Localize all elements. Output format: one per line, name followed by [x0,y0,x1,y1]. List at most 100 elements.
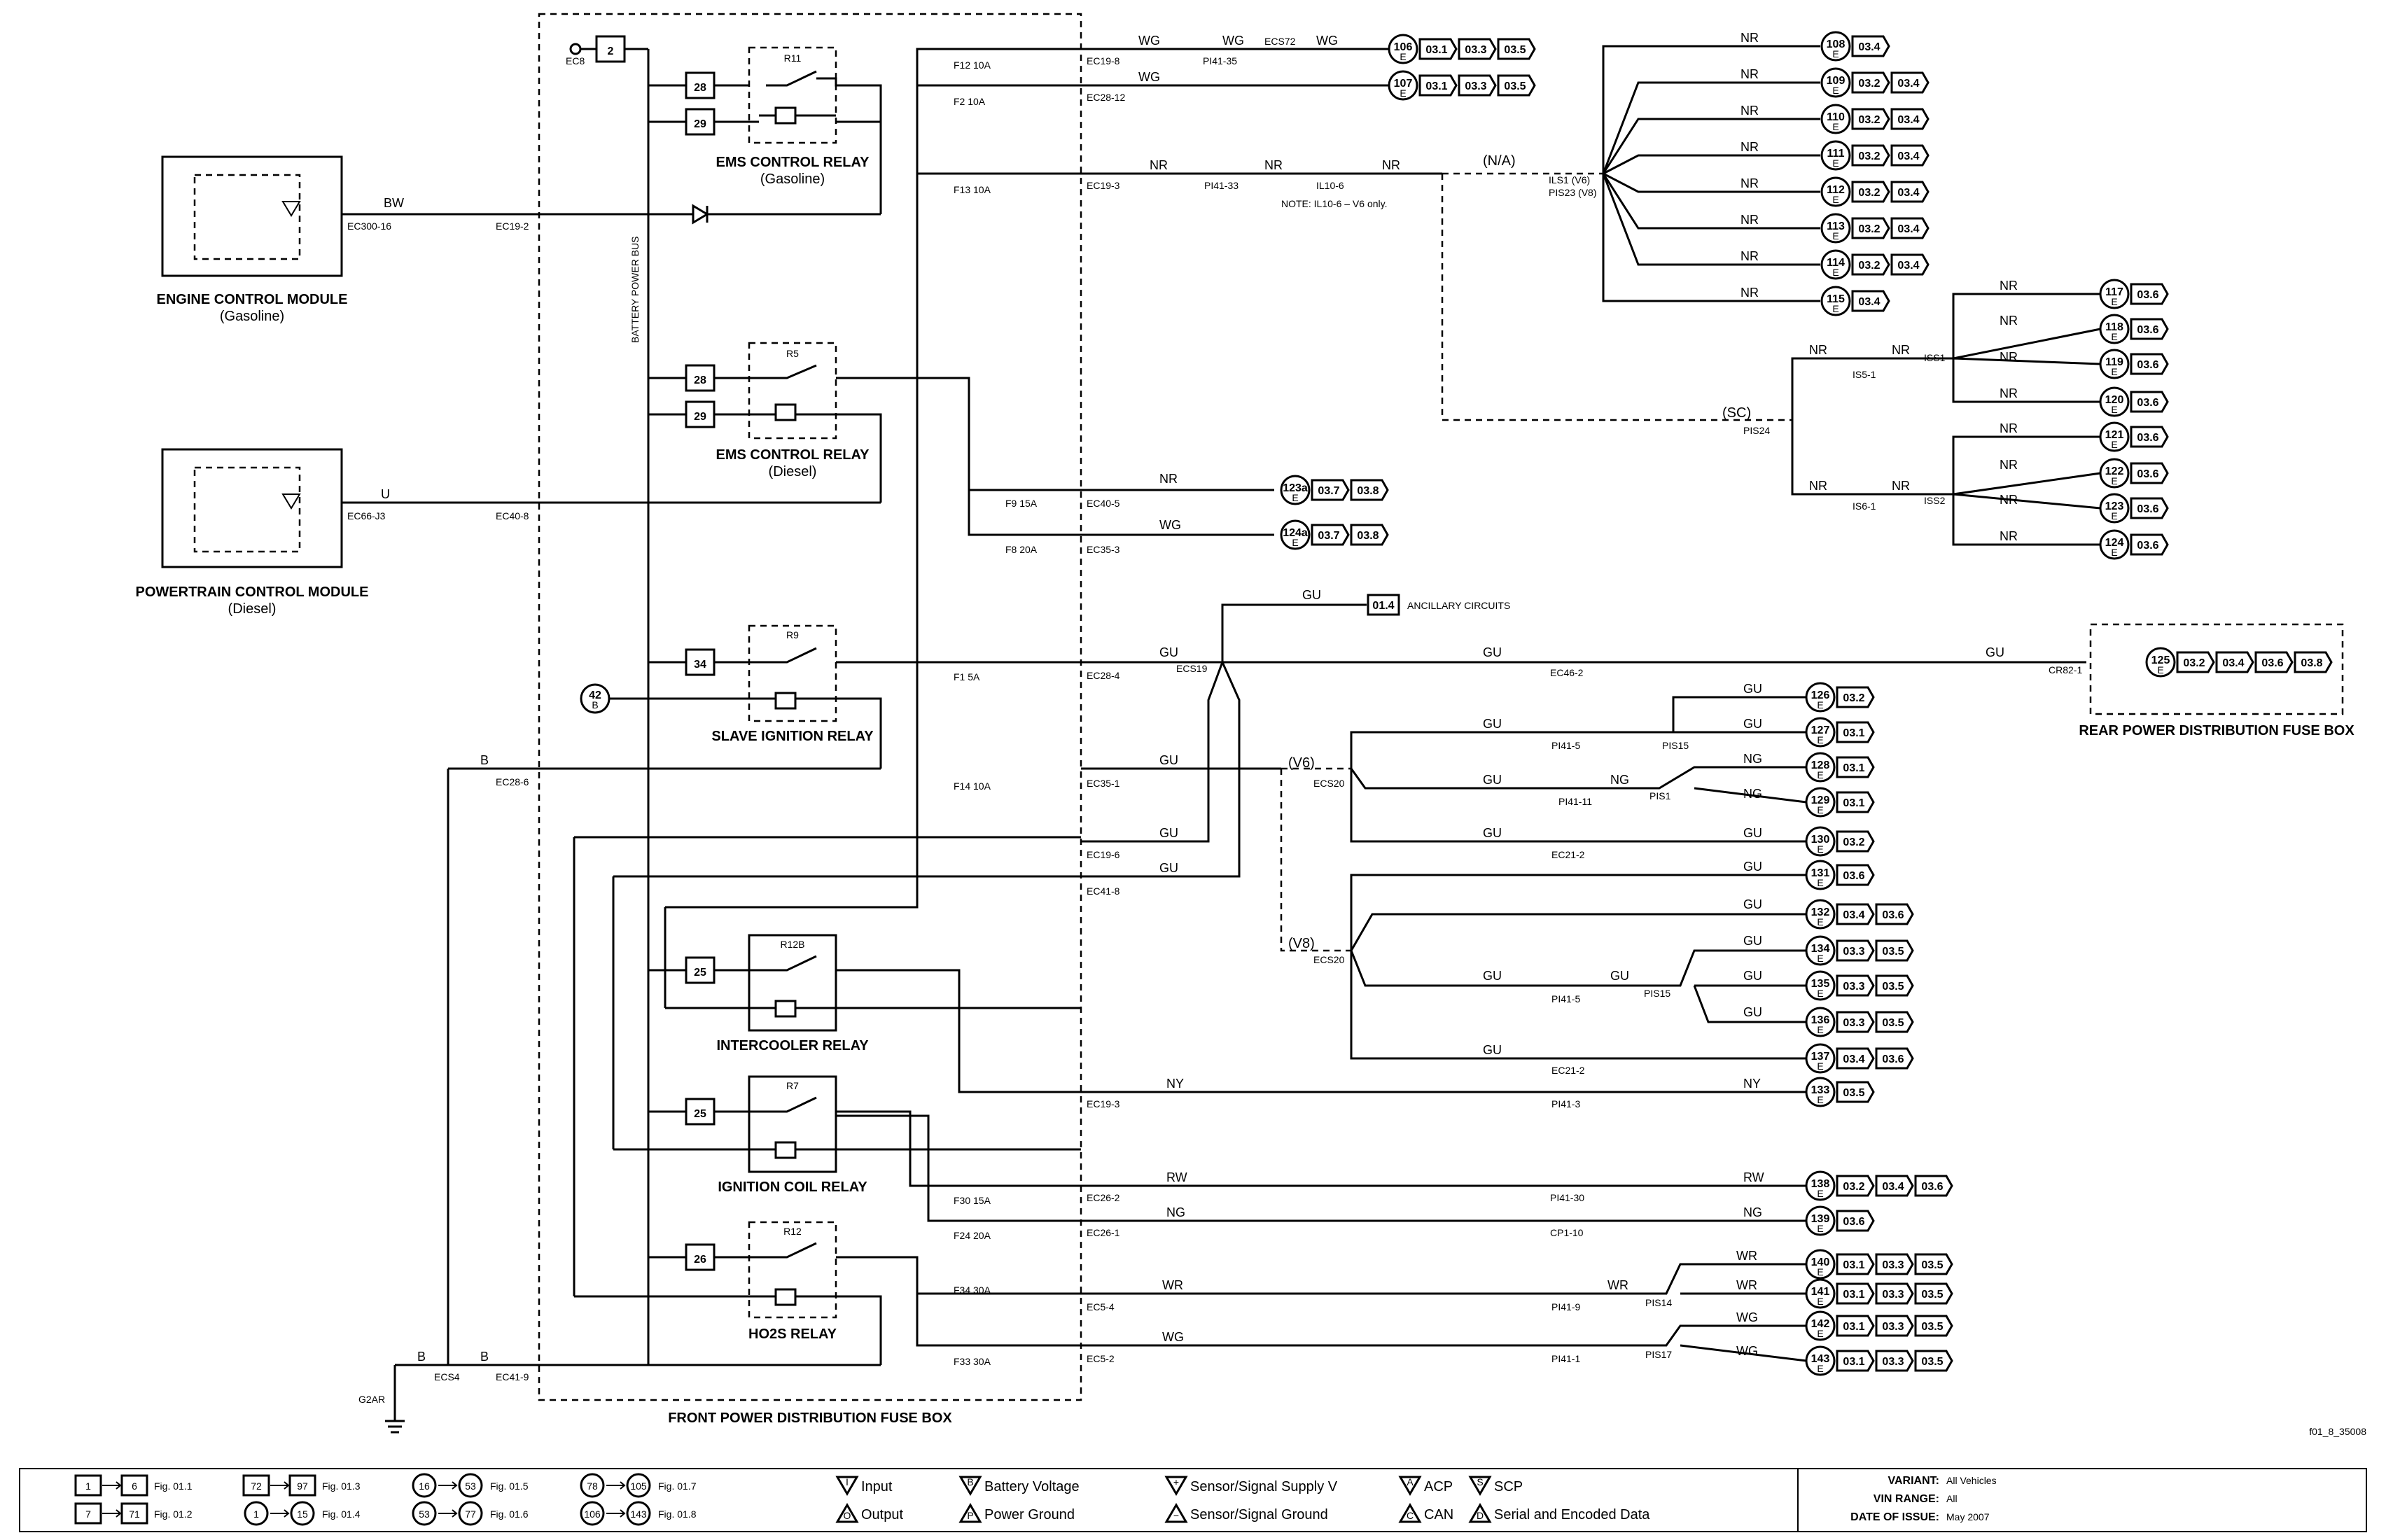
is5-1: IS5-1 [1853,369,1876,380]
nr-13: NR [2000,279,2018,293]
ecs72: ECS72 [1264,36,1296,47]
output-e: E [1832,194,1839,205]
w-gu-r: GU [1743,934,1762,948]
ancillary: ANCILLARY CIRCUITS [1407,600,1510,611]
w-gu-m: GU [1743,826,1762,840]
ec40-5: EC40-5 [1087,498,1120,509]
output-number: 143 [1811,1353,1830,1365]
fuse-f30: F30 15A [954,1195,991,1206]
output-ref-text: 03.3 [1882,1259,1904,1271]
legend-symbol-label: Battery Voltage [984,1479,1080,1494]
output-number: 124a [1283,527,1308,539]
output-ref-box [1851,35,1890,57]
battery-bus-label: BATTERY POWER BUS [629,237,641,343]
output-ref-text: 03.1 [1843,1289,1864,1301]
pcm-subtitle: (Diesel) [228,601,277,617]
rear-fuse-box-outline [2089,623,2344,715]
output-ref-text: 03.3 [1882,1356,1904,1368]
output-ref-box [1836,1315,1875,1337]
output-ref-text: 03.8 [2301,657,2322,669]
output-e: E [1817,844,1823,855]
fuse-f1: F1 5A [954,671,980,682]
fig-code: f01_8_35008 [2309,1426,2366,1437]
w-wr-a: WR [1162,1278,1183,1292]
output-e: E [1832,121,1839,132]
relay-r9-ref-a: 34 [694,659,706,671]
output-ref-box [1836,1081,1875,1103]
ec19-3b: EC19-3 [1087,1098,1120,1110]
legend-symbol-letter: + [1173,1476,1179,1488]
output-ref-box [1350,479,1389,501]
output-e: E [2111,439,2117,450]
nr-4: NR [1740,140,1759,154]
fuse-f13: F13 10A [954,184,991,195]
output-e: E [1817,1328,1823,1339]
legend-fig-to: 15 [297,1508,308,1520]
output-e: E [1817,769,1823,780]
output-ref-text: 03.7 [1318,485,1339,497]
output-number: 112 [1827,184,1845,196]
output-ref-text: 03.1 [1843,1321,1864,1333]
ref-014: 01.4 [1372,600,1394,612]
output-ref-text: 03.4 [1897,78,1919,90]
output-ref-box [1851,253,1890,276]
legend-fig-to: 77 [465,1508,476,1520]
output-ref-text: 03.6 [1921,1181,1943,1193]
output-number: 134 [1811,943,1830,955]
relay-r5-id: R5 [786,348,799,359]
nr-10: NR [1892,343,1910,357]
fuse-f9: F9 15A [1005,498,1038,509]
w-gu-k: GU [1483,773,1502,787]
pis14: PIS14 [1645,1297,1672,1308]
w-nr-a: NR [1150,158,1168,172]
sc-label: (SC) [1722,405,1751,421]
ref-box-2 [595,35,626,63]
output-ref-text: 03.3 [1843,981,1864,993]
output-ref-box [2176,651,2215,673]
output-ref-box [1836,1350,1875,1372]
output-ref-box [1875,1350,1914,1372]
w-gu-b: GU [1302,588,1321,602]
output-ref-box [1836,1210,1875,1232]
output-e: E [1817,804,1823,816]
relay-r11-ref-b: 29 [694,118,706,130]
relay-r7-name: IGNITION COIL RELAY [718,1180,867,1195]
relay-r5: R5 28 29 EMS CONTROL RELAY (Diesel) [648,342,1081,536]
output-ref-box [1836,864,1875,886]
w-rw-b: RW [1743,1170,1764,1184]
relay-r12-name: HO2S RELAY [748,1326,837,1342]
output-number: 111 [1827,148,1845,160]
w-ng-b: NG [1743,752,1762,766]
legend-symbol: −Sensor/Signal Ground [1164,1503,1328,1523]
w-wg-7: WG [1736,1310,1758,1324]
output-ref-box [2130,462,2169,484]
ground-label: G2AR [358,1394,385,1405]
ecs20a: ECS20 [1313,778,1345,789]
output-number: 123 [2105,500,2124,512]
legend-fig-from: 1 [85,1480,91,1492]
output-e: E [2111,296,2117,307]
w-ng-c: NG [1743,787,1762,801]
output-e: E [1817,877,1823,888]
legend-fig-to: 53 [465,1480,476,1492]
legend-fig-to: 6 [132,1480,137,1492]
ground-icon [385,1420,405,1434]
output-number: 125 [2151,654,2170,666]
legend-symbol-letter: I [846,1476,849,1488]
legend-symbol-label: Power Ground [984,1507,1075,1522]
output-ref-text: 03.4 [1843,1054,1864,1065]
output-ref-text: 03.6 [1843,870,1864,882]
output-e: E [1817,1024,1823,1035]
pis23: PIS23 (V8) [1549,187,1596,198]
output-number: 118 [2105,321,2123,333]
legend-fig-from: 106 [584,1508,601,1520]
